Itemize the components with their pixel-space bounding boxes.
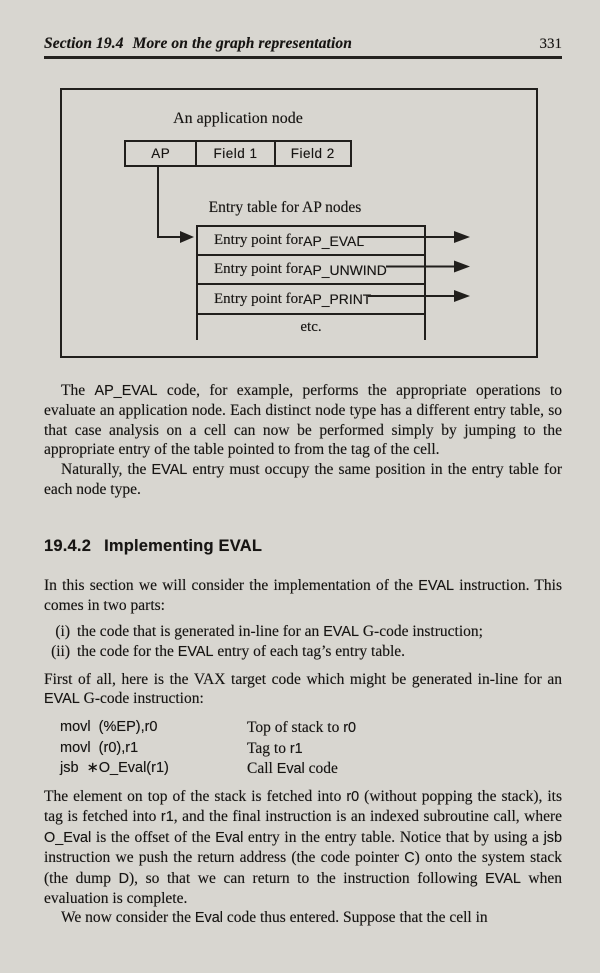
node-cell-tag: AP (151, 146, 171, 161)
header-rule (44, 56, 562, 59)
eval-arrowhead (454, 231, 470, 243)
list-item-ii: (ii) the code for the EVAL entry of each… (44, 642, 562, 662)
list-label-ii: (ii) (51, 643, 70, 661)
code-intro-paragraph: First of all, here is the VAX target cod… (44, 670, 562, 710)
code-comment-1: Top of stack to r0 (247, 719, 357, 736)
code-instruction-3: jsb ∗O_Eval(r1) (60, 760, 169, 776)
code-line-1: movl (%EP),r0 Top of stack to r0 (60, 718, 530, 739)
paragraph-in-this-section: In this section we will consider the imp… (44, 577, 562, 615)
print-arrowhead (454, 290, 470, 302)
section-title-text: More on the graph representation (132, 35, 352, 52)
vax-code-block: movl (%EP),r0 Top of stack to r0 movl (r… (60, 718, 530, 780)
figure-frame: An application node AP Field 1 Field 2 E… (60, 88, 538, 358)
code-line-2: movl (r0),r1 Tag to r1 (60, 739, 530, 760)
code-line-3: jsb ∗O_Eval(r1) Call Eval code (60, 759, 530, 780)
running-header-title: Section 19.4 More on the graph representa… (44, 35, 352, 53)
section-heading-title: Implementing EVAL (104, 537, 263, 555)
entry-row-unwind: Entry point for AP_UNWIND (198, 256, 424, 285)
code-comment-2: Tag to r1 (247, 739, 303, 757)
code-comment-3: Call Eval code (247, 760, 338, 777)
entry-row-etc: etc. (300, 319, 322, 335)
list-label-i: (i) (55, 623, 70, 640)
paragraph-naturally: Naturally, the EVAL entry must occupy th… (44, 460, 562, 499)
node-cell-field1: Field 1 (195, 142, 273, 165)
intro-paragraphs: The AP_EVAL code, for example, performs … (44, 381, 562, 499)
node-cell-field2: Field 2 (273, 142, 350, 165)
entry-table-title: Entry table for AP nodes (208, 199, 362, 216)
entry-table: Entry point for AP_EVAL Entry point for … (196, 225, 426, 340)
two-parts-list: (i) the code that is generated in-line f… (44, 622, 562, 663)
section-number: Section 19.4 (44, 35, 124, 52)
section-heading-number: 19.4.2 (44, 537, 92, 555)
paragraph-element-on-top: The element on top of the stack is fetch… (44, 788, 563, 908)
unwind-arrowhead (454, 260, 470, 273)
code-instruction-2: movl (r0),r1 (60, 739, 139, 756)
entry-row-eval: Entry point for AP_EVAL (198, 227, 424, 256)
tag-to-table-arrowhead (180, 231, 194, 243)
figure-node-title: An application node (173, 110, 303, 127)
entry-row-print: Entry point for AP_PRINT (198, 285, 424, 315)
list-text-ii: the code for the EVAL entry of each tag’… (77, 643, 406, 661)
closing-paragraphs: The element on top of the stack is fetch… (44, 787, 562, 929)
paragraph-first-of-all: First of all, here is the VAX target cod… (44, 671, 562, 708)
page-number: 331 (539, 36, 563, 52)
section-heading: 19.4.2 Implementing EVAL (44, 537, 262, 556)
list-text-i: the code that is generated in-line for a… (77, 623, 483, 640)
paragraph-ap-eval: The AP_EVAL code, for example, performs … (44, 382, 563, 459)
paragraph-we-now-consider: We now consider the Eval code thus enter… (61, 909, 488, 927)
section-intro-paragraph: In this section we will consider the imp… (44, 576, 562, 616)
list-item-i: (i) the code that is generated in-line f… (44, 622, 562, 642)
application-node-box: AP Field 1 Field 2 (124, 140, 352, 167)
page-header: Section 19.4 More on the graph representa… (44, 35, 562, 53)
code-instruction-1: movl (%EP),r0 (60, 719, 158, 735)
